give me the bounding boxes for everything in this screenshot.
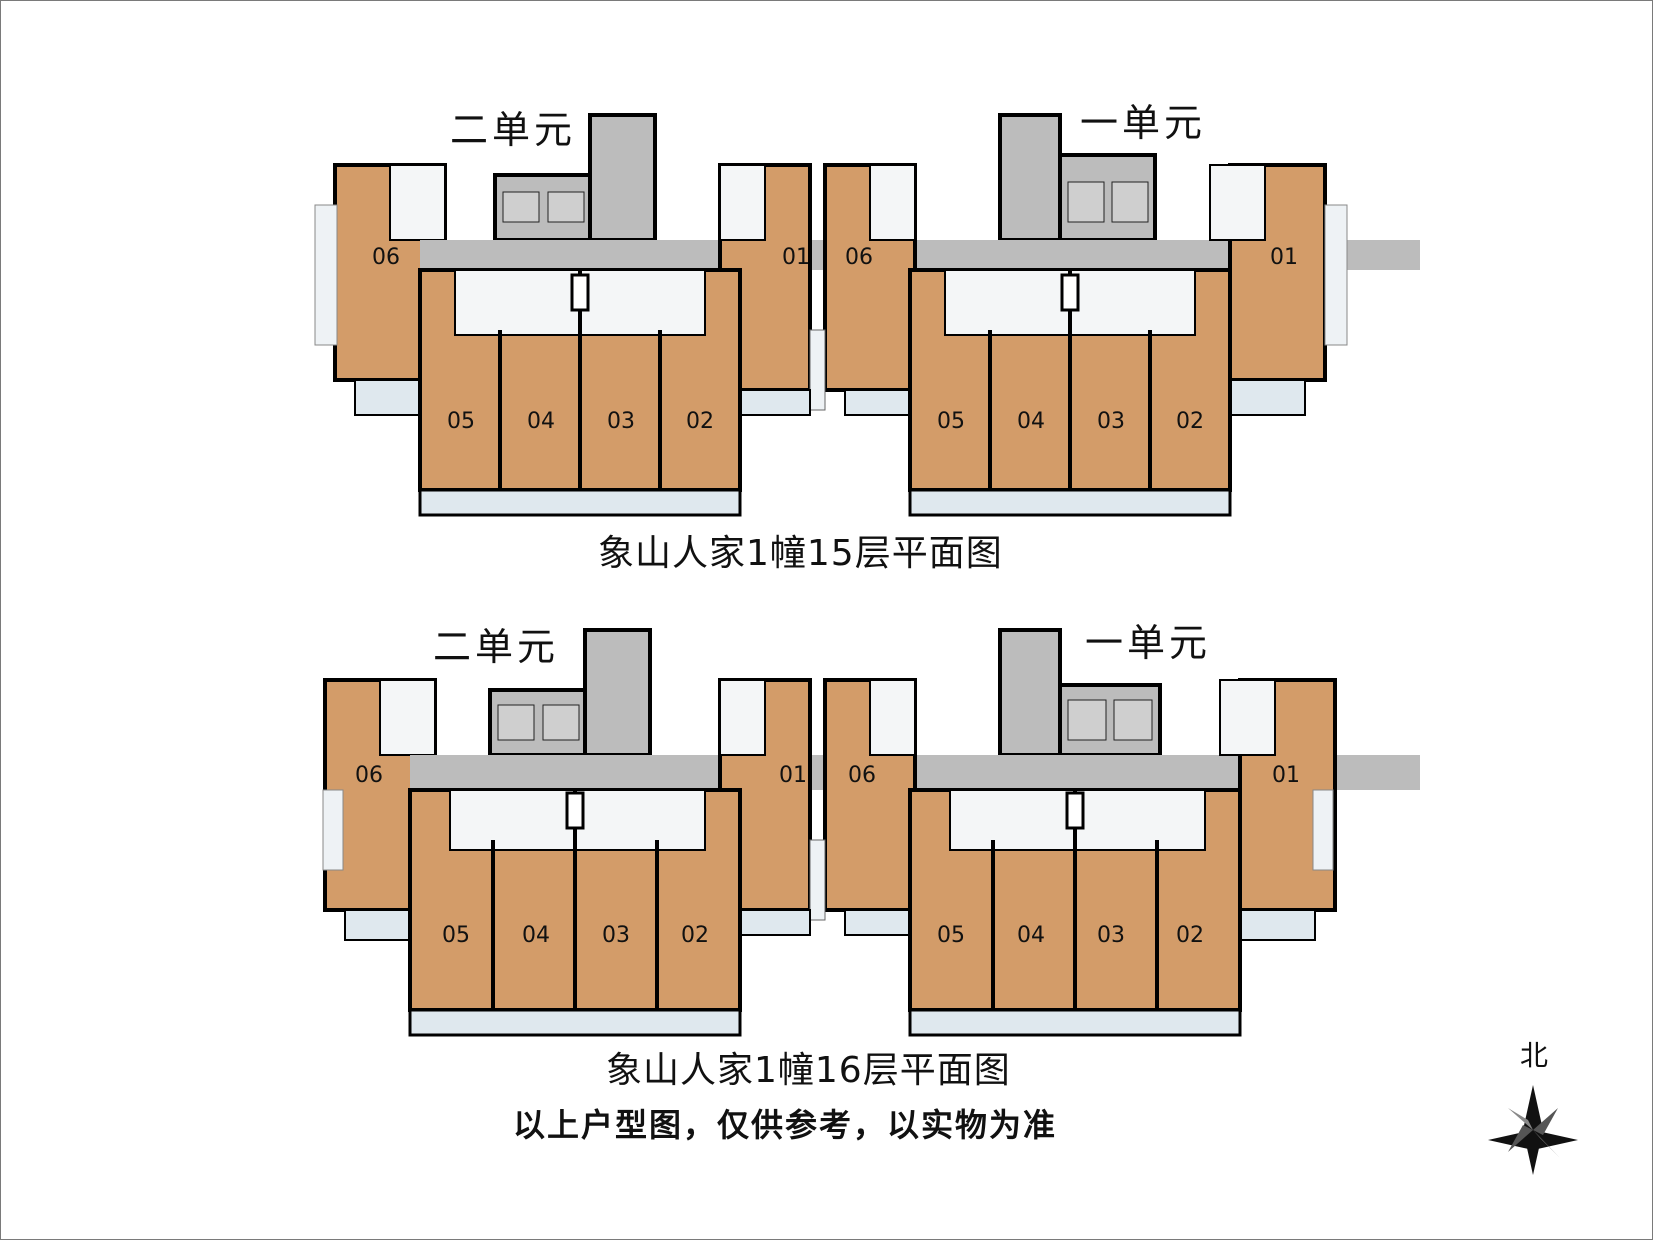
room-label: 02 — [1176, 923, 1204, 948]
room-label: 01 — [782, 245, 810, 270]
disclaimer: 以上户型图，仅供参考，以实物为准 — [513, 1106, 1057, 1144]
room-label: 05 — [447, 409, 475, 434]
room-label: 06 — [848, 763, 876, 788]
room-label: 05 — [937, 409, 965, 434]
unit-label-left: 二单元 — [450, 108, 576, 152]
plan-title: 象山人家1幢16层平面图 — [606, 1050, 1011, 1091]
room-label: 06 — [372, 245, 400, 270]
room-label: 03 — [1097, 409, 1125, 434]
room-label: 03 — [1097, 923, 1125, 948]
unit-label-left: 二单元 — [433, 625, 559, 669]
room-label: 05 — [937, 923, 965, 948]
room-label: 02 — [686, 409, 714, 434]
plan-title: 象山人家1幢15层平面图 — [598, 533, 1003, 574]
room-label: 03 — [602, 923, 630, 948]
room-label: 04 — [522, 923, 550, 948]
room-label: 04 — [527, 409, 555, 434]
room-label: 04 — [1017, 409, 1045, 434]
room-label: 06 — [845, 245, 873, 270]
room-label: 02 — [1176, 409, 1204, 434]
room-label: 02 — [681, 923, 709, 948]
room-label: 01 — [779, 763, 807, 788]
room-label: 01 — [1270, 245, 1298, 270]
plan-15 — [314, 113, 1420, 517]
room-label: 04 — [1017, 923, 1045, 948]
plan-16 — [322, 628, 1420, 1037]
unit-label-right: 一单元 — [1085, 621, 1211, 665]
room-label: 05 — [442, 923, 470, 948]
room-label: 01 — [1272, 763, 1300, 788]
unit-label-right: 一单元 — [1080, 101, 1206, 145]
north-label: 北 — [1520, 1039, 1548, 1072]
room-label: 03 — [607, 409, 635, 434]
north-compass-icon: 北 — [1488, 1039, 1578, 1175]
room-label: 06 — [355, 763, 383, 788]
